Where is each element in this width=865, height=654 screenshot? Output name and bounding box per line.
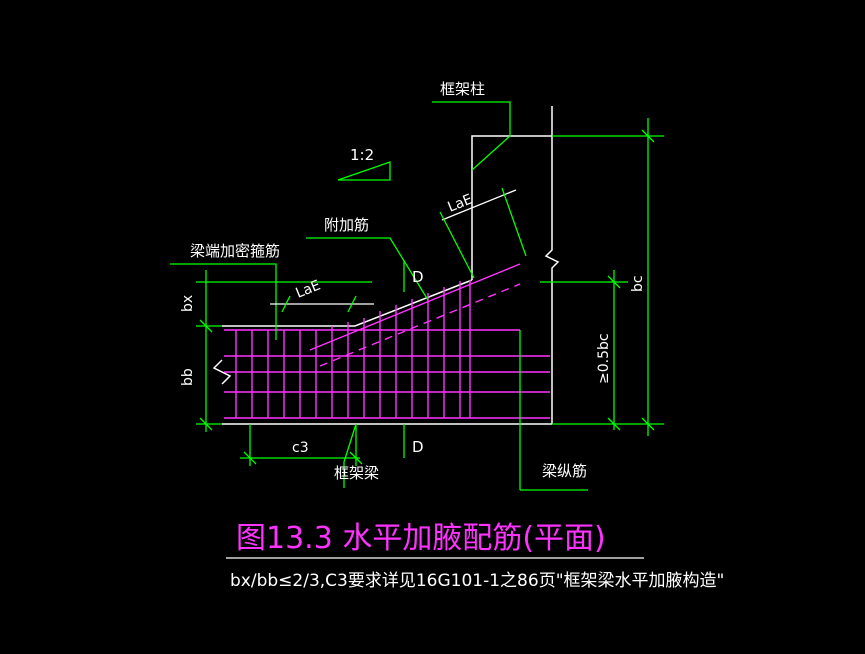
- section-top-label: D: [412, 268, 424, 286]
- lae-top-label: LaE: [446, 191, 475, 215]
- dim-bb-label: bb: [180, 368, 196, 386]
- dim-bx-label: bx: [180, 295, 196, 312]
- slope-label: 1:2: [350, 146, 374, 164]
- frame-beam-label: 框架梁: [334, 464, 379, 482]
- stirrup-dense-label: 梁端加密箍筋: [190, 242, 280, 260]
- dim-c3-label: c3: [292, 440, 309, 456]
- structure-outline: [212, 106, 560, 425]
- dim-bc-label: bc: [630, 275, 646, 292]
- section-bottom-label: D: [412, 438, 424, 456]
- dim-half-bc-label: ≥0.5bc: [596, 333, 612, 384]
- rebar-group: [224, 263, 550, 419]
- lae-left-label: LaE: [294, 277, 323, 301]
- extra-bar-label: 附加筋: [324, 216, 369, 234]
- beam-long-bar-label: 梁纵筋: [542, 462, 587, 480]
- figure-note: bx/bb≤2/3,C3要求详见16G101-1之86页"框架梁水平加腋构造": [230, 571, 724, 591]
- leader-lines: [170, 101, 664, 491]
- column-label: 框架柱: [440, 80, 485, 98]
- figure-caption: 图13.3 水平加腋配筋(平面): [236, 521, 606, 556]
